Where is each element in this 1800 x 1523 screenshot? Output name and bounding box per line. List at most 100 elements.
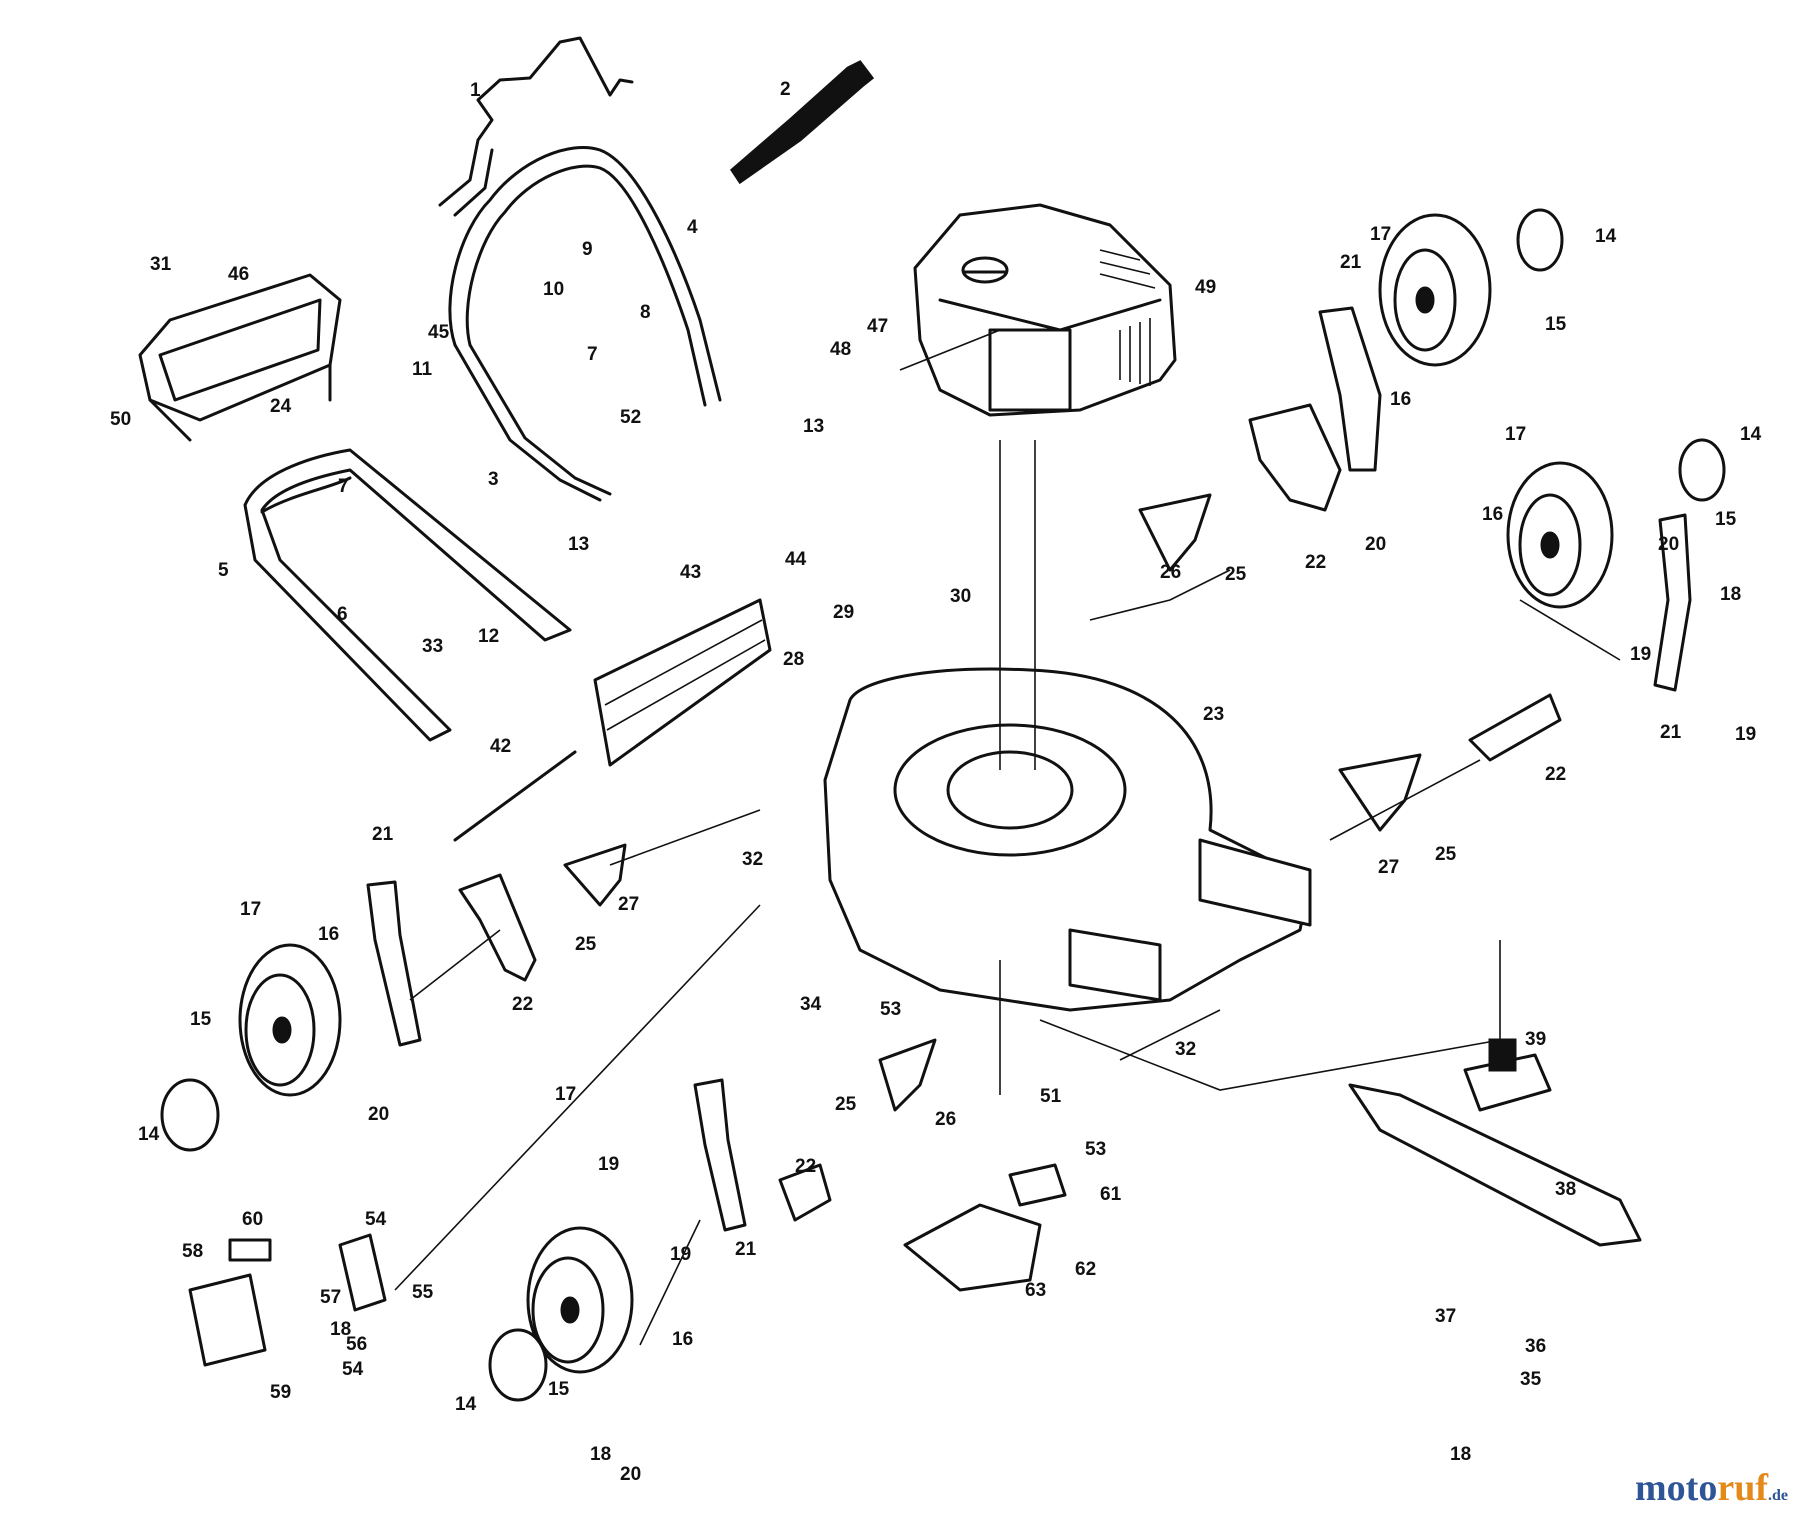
- callout-label: 39: [1525, 1029, 1546, 1050]
- callout-label: 19: [1735, 724, 1756, 745]
- ratchet-plate-part: [878, 1038, 937, 1112]
- ratchet-plate-part: [563, 843, 627, 907]
- callout-label: 3: [488, 469, 499, 490]
- watermark-part1: moto: [1635, 1467, 1718, 1509]
- callout-label: 13: [803, 416, 824, 437]
- callout-label: 14: [138, 1124, 160, 1145]
- rear-axle-rod-part: [453, 750, 577, 842]
- callout-label: 7: [338, 476, 349, 497]
- callout-label: 22: [1545, 764, 1566, 785]
- callout-label: 60: [242, 1209, 263, 1230]
- callout-label: 53: [880, 999, 901, 1020]
- wheel-front-right-part: [1378, 213, 1492, 367]
- mulch-plug-part: [903, 1203, 1042, 1292]
- wheel-rear-left-part: [526, 1226, 634, 1374]
- callout-label: 56: [346, 1334, 367, 1355]
- ratchet-plate-part: [1338, 753, 1422, 832]
- callout-label: 19: [598, 1154, 619, 1175]
- callout-label: 32: [1175, 1039, 1196, 1060]
- callout-label: 1: [470, 80, 481, 101]
- callout-label: 44: [785, 549, 807, 570]
- callout-label: 43: [680, 562, 701, 583]
- clip-part: [1008, 1163, 1067, 1207]
- callout-label: 10: [543, 279, 564, 300]
- callout-label: 23: [1203, 704, 1224, 725]
- callout-label: 9: [582, 239, 593, 260]
- callout-label: 15: [190, 1009, 212, 1030]
- bracket-part: [1248, 403, 1342, 512]
- callout-label: 36: [1525, 1336, 1546, 1357]
- callout-label: 22: [795, 1156, 816, 1177]
- hubcap-part: [488, 1328, 548, 1402]
- callout-label: 22: [512, 994, 533, 1015]
- leader-lines: [394, 329, 1621, 1346]
- callout-label: 27: [618, 894, 639, 915]
- callout-label: 48: [830, 339, 851, 360]
- callout-label: 35: [1520, 1369, 1542, 1390]
- callout-label: 57: [320, 1287, 341, 1308]
- callout-label: 59: [270, 1382, 291, 1403]
- callout-label: 21: [372, 824, 394, 845]
- callout-label: 20: [620, 1464, 641, 1485]
- height-lever-part: [366, 880, 422, 1047]
- upper-handle-part: [438, 36, 634, 217]
- main-handle-part: [448, 145, 722, 502]
- height-lever-part: [693, 1078, 747, 1232]
- deflector-part: [593, 598, 772, 767]
- callout-label: 17: [1505, 424, 1526, 445]
- bracket-part: [458, 873, 537, 982]
- callout-label: 11: [412, 359, 433, 380]
- hubcap-part: [1516, 208, 1564, 272]
- callout-label: 16: [318, 924, 339, 945]
- callout-label: 32: [742, 849, 763, 870]
- callout-label: 28: [783, 649, 804, 670]
- callout-label: 13: [568, 534, 589, 555]
- callout-label: 31: [150, 254, 172, 275]
- callout-label: 12: [478, 626, 499, 647]
- callout-label: 21: [735, 1239, 757, 1260]
- callout-label: 55: [412, 1282, 434, 1303]
- bracket-part: [778, 1163, 832, 1222]
- callout-label: 63: [1025, 1280, 1046, 1301]
- blade-part: [1348, 1038, 1642, 1247]
- grass-bag-frame-part: [138, 273, 342, 442]
- callout-label: 16: [672, 1329, 693, 1350]
- callout-label: 14: [455, 1394, 477, 1415]
- callout-label: 8: [640, 302, 651, 323]
- callout-label: 53: [1085, 1139, 1106, 1160]
- callout-label: 49: [1195, 277, 1216, 298]
- callout-label: 47: [867, 316, 888, 337]
- callout-label: 18: [1720, 584, 1741, 605]
- callout-label: 26: [1160, 562, 1181, 583]
- callout-label: 42: [490, 736, 511, 757]
- callout-label: 26: [935, 1109, 956, 1130]
- lower-handle-part: [243, 448, 572, 742]
- callout-label: 19: [670, 1244, 691, 1265]
- bracket-part: [1468, 693, 1562, 762]
- callout-label: 54: [342, 1359, 364, 1380]
- height-lever-part: [1653, 513, 1692, 692]
- callout-label: 29: [833, 602, 854, 623]
- callout-label: 61: [1100, 1184, 1122, 1205]
- handle-grip-part: [730, 60, 875, 185]
- callout-label: 24: [270, 396, 292, 417]
- callout-label: 20: [1365, 534, 1386, 555]
- ratchet-plate-part: [1138, 493, 1212, 572]
- callout-label: 25: [575, 934, 597, 955]
- callout-label: 18: [1450, 1444, 1471, 1465]
- callout-label: 15: [548, 1379, 570, 1400]
- callout-label: 6: [337, 604, 348, 625]
- callout-label: 21: [1340, 252, 1362, 273]
- callout-label: 37: [1435, 1306, 1456, 1327]
- callout-label: 20: [1658, 534, 1679, 555]
- callout-label: 17: [1370, 224, 1391, 245]
- hubcap-part: [160, 1078, 220, 1152]
- callout-label: 27: [1378, 857, 1399, 878]
- hubcap-part: [1678, 438, 1726, 502]
- callout-label: 20: [368, 1104, 389, 1125]
- callout-label: 5: [218, 560, 229, 581]
- callout-label: 21: [1660, 722, 1682, 743]
- callout-label: 51: [1040, 1086, 1062, 1107]
